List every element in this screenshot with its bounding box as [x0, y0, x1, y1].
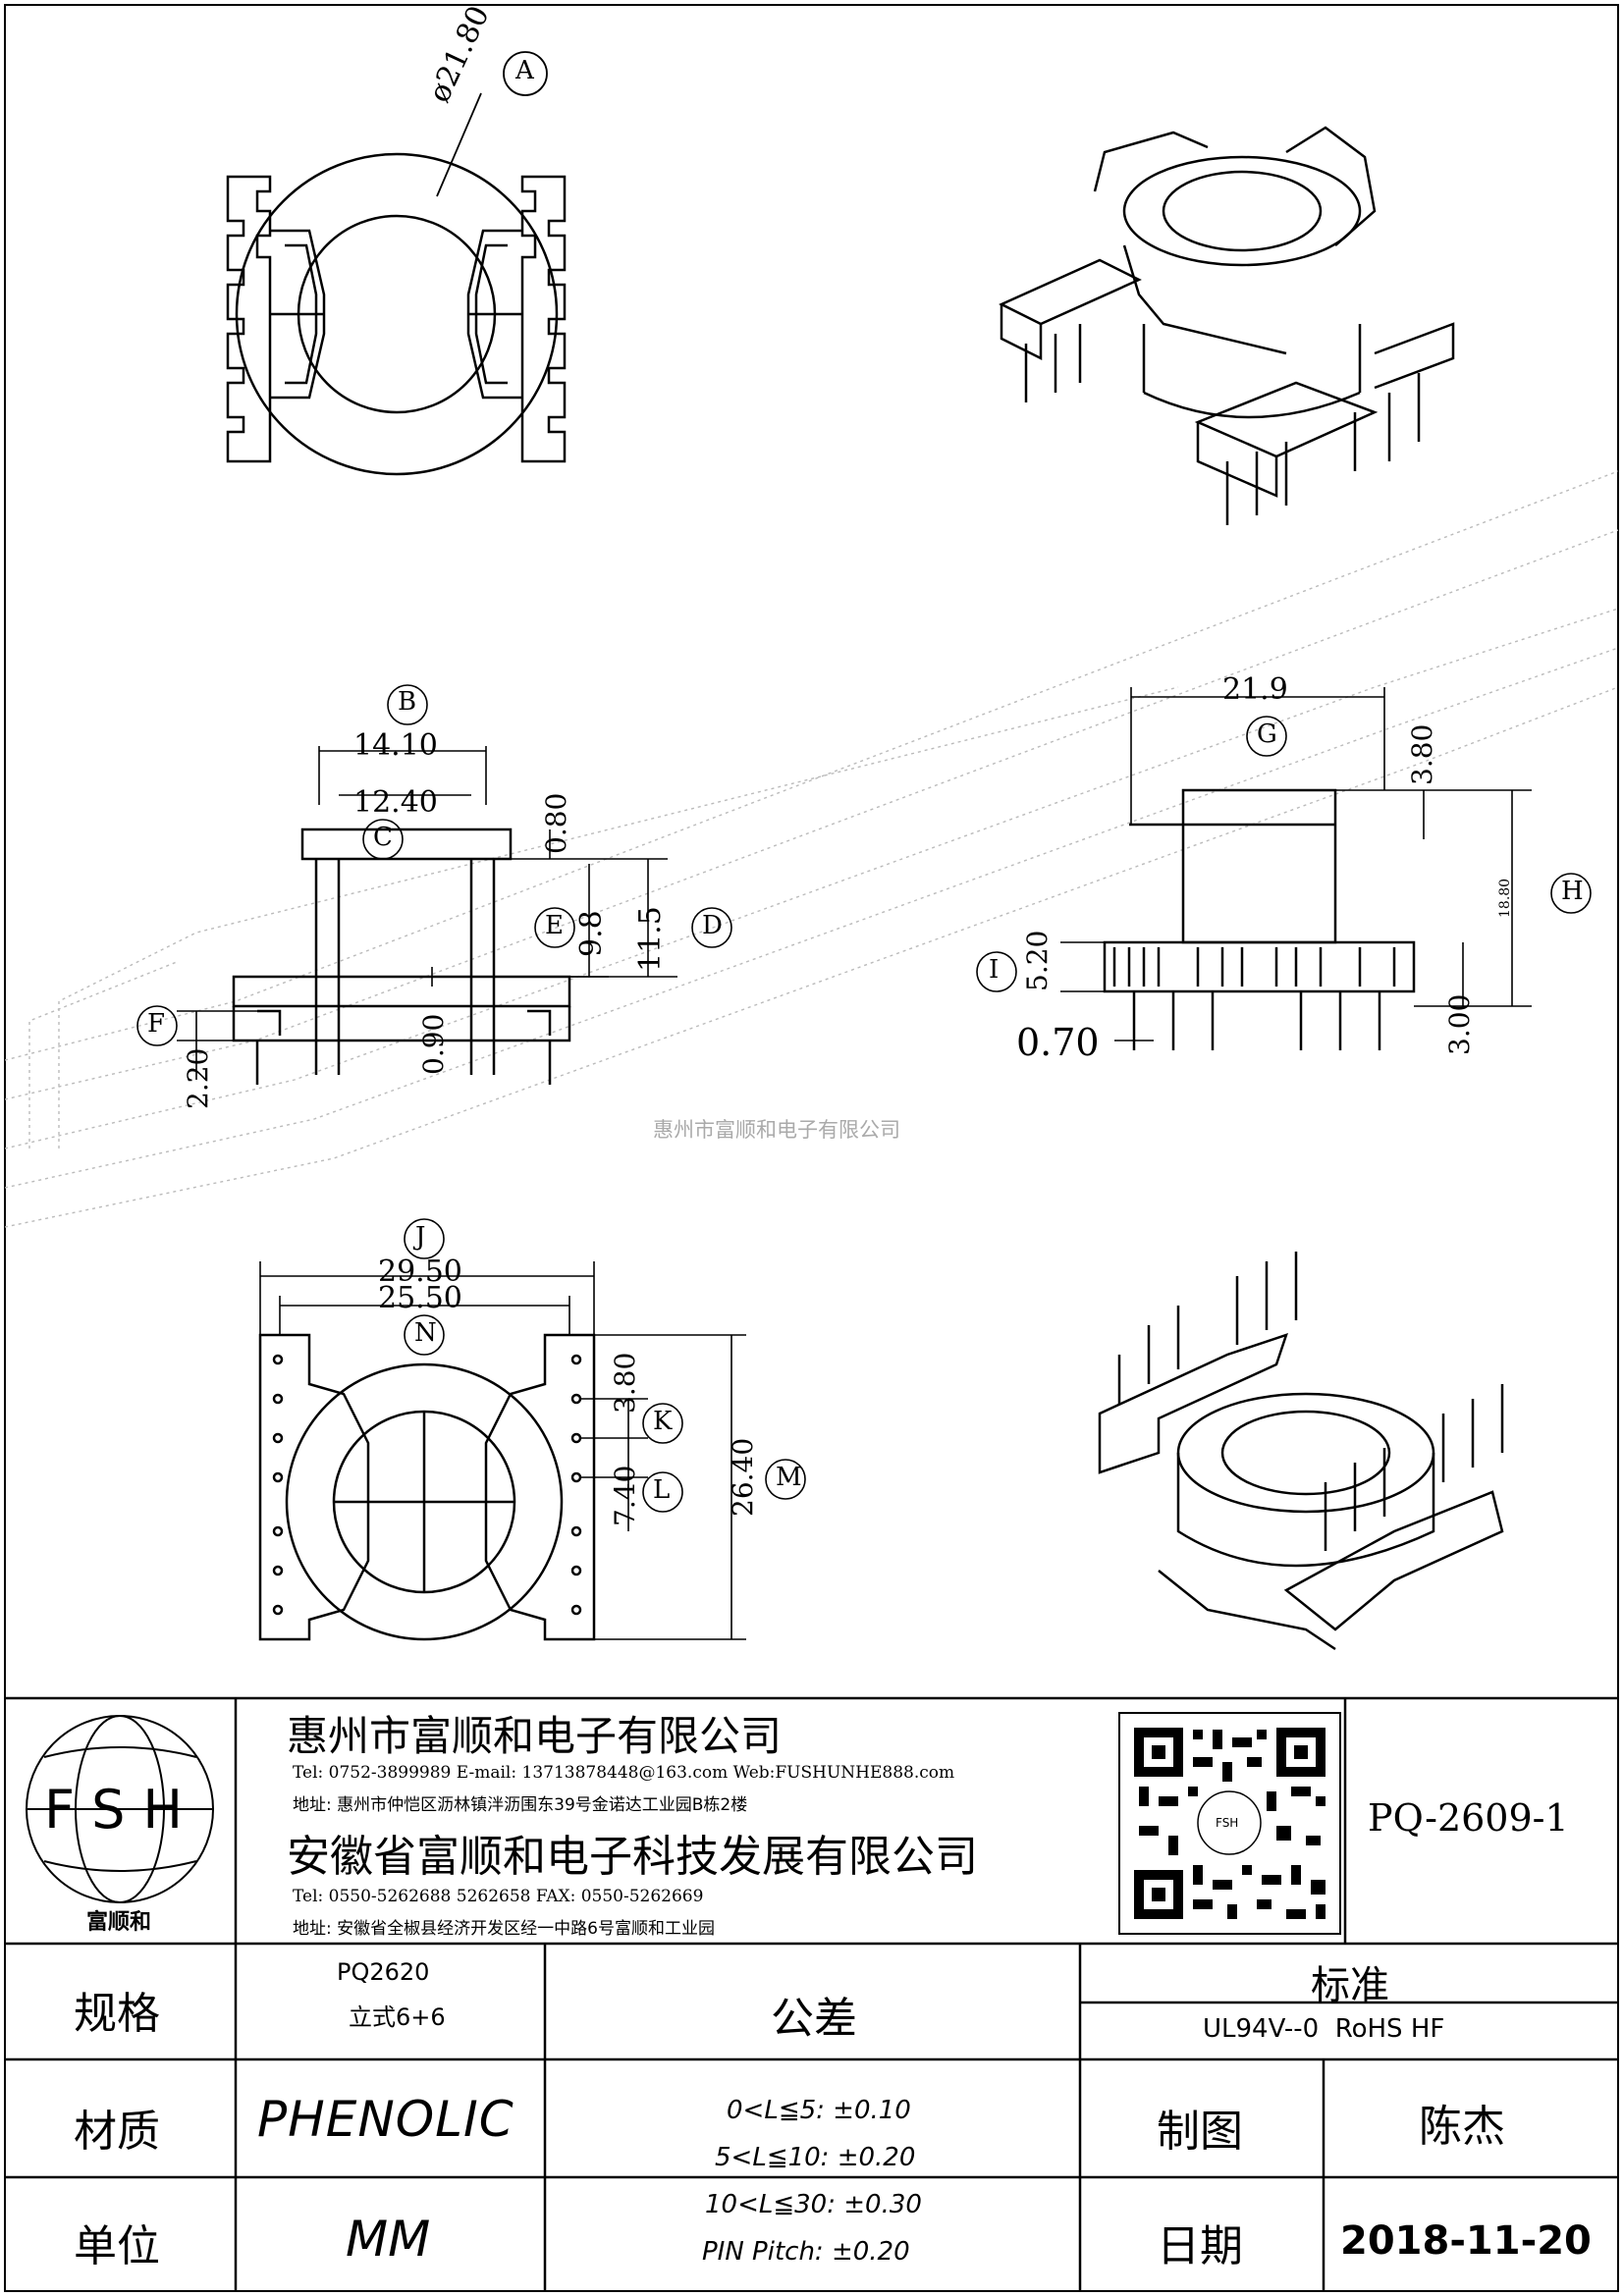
dim-n-tag: N: [414, 1318, 437, 1348]
dim-c-value: 12.40: [353, 785, 438, 820]
dim-i-small: 3.00: [1443, 993, 1476, 1055]
dim-l-value: 7.40: [609, 1465, 641, 1526]
dim-pin-value: 0.70: [1016, 1021, 1100, 1064]
material-label: 材质: [74, 2107, 160, 2157]
iso-view-bottom: [1098, 1252, 1504, 1651]
tolerance-line-3: 10<L≦30: ±0.30: [705, 2190, 922, 2219]
standard-label: 标准: [1311, 1963, 1389, 2008]
tolerance-line-1: 0<L≦5: ±0.10: [727, 2096, 911, 2125]
dim-b-value: 14.10: [353, 728, 438, 763]
dim-f-value: 2.20: [182, 1047, 214, 1109]
company2-name: 安徽省富顺和电子科技发展有限公司: [287, 1832, 978, 1882]
dim-i-tag: I: [989, 955, 1000, 985]
company1-name: 惠州市富顺和电子有限公司: [287, 1712, 783, 1760]
dim-e-tag: E: [545, 911, 564, 940]
title-block: [5, 1696, 1618, 2291]
dim-g-tag: G: [1257, 720, 1277, 749]
dim-k-tag: K: [653, 1407, 673, 1436]
tolerance-line-2: 5<L≦10: ±0.20: [715, 2143, 916, 2172]
dim-a-leader: [436, 51, 548, 197]
drawn-by-label: 制图: [1157, 2107, 1243, 2157]
unit-value: MM: [346, 2211, 431, 2268]
top-view-a: [226, 152, 567, 476]
dim-j-tag: J: [415, 1222, 426, 1252]
dim-n-value: 25.50: [378, 1281, 462, 1315]
logo-globe: [26, 1715, 214, 1903]
dim-h-tag: H: [1561, 877, 1584, 906]
dim-c-small: 0.80: [540, 792, 572, 854]
logo-letters: FSH: [44, 1779, 200, 1841]
iso-view-top: [999, 126, 1455, 525]
company1-contact: Tel: 0752-3899989 E-mail: 13713878448@16…: [293, 1763, 955, 1783]
dim-f-small: 0.90: [417, 1013, 450, 1075]
material-value: PHENOLIC: [257, 2091, 514, 2148]
company2-address: 地址: 安徽省全椒县经济开发区经一中路6号富顺和工业园: [293, 1919, 715, 1939]
spec-line2: 立式6+6: [349, 2003, 446, 2031]
bottom-view: [258, 1333, 596, 1641]
drawn-by-value: 陈杰: [1419, 2102, 1505, 2152]
tolerance-label: 公差: [771, 1994, 857, 2044]
front-view-right: [1103, 788, 1416, 1050]
side-view-left-dims: [136, 684, 732, 1080]
dim-a-tag: A: [515, 56, 534, 85]
watermark-text: 惠州市富顺和电子有限公司: [653, 1118, 900, 1142]
dim-h-value: 18.80: [1497, 878, 1513, 918]
dim-l-tag: L: [653, 1475, 671, 1505]
dim-c-tag: C: [373, 823, 393, 852]
dim-e-value: 9.8: [574, 910, 609, 957]
dim-g-value: 21.9: [1222, 672, 1288, 707]
dim-d-value: 11.5: [633, 906, 668, 972]
logo-caption: 富顺和: [86, 1910, 152, 1935]
unit-label: 单位: [74, 2221, 160, 2271]
date-label: 日期: [1157, 2221, 1243, 2271]
bottom-view-dims: [259, 1218, 806, 1640]
qr-label: FSH: [1216, 1816, 1239, 1830]
dim-m-value: 26.40: [727, 1437, 759, 1517]
company1-address: 地址: 惠州市仲恺区沥林镇泮沥围东39号金诺达工业园B栋2楼: [293, 1795, 748, 1815]
front-view-right-dims: [976, 687, 1592, 1041]
part-number: PQ-2609-1: [1368, 1796, 1569, 1840]
standard-value: UL94V--0 RoHS HF: [1203, 2014, 1445, 2044]
qr-code: [1118, 1712, 1341, 1935]
dim-g-small: 3.80: [1406, 723, 1438, 785]
side-view-left: [232, 828, 571, 1085]
background-guides: [4, 470, 1619, 1228]
dim-k-value: 3.80: [609, 1352, 641, 1414]
spec-label: 规格: [74, 1989, 160, 2039]
dim-j-value: 29.50: [378, 1255, 462, 1289]
dim-m-tag: M: [776, 1463, 802, 1492]
spec-line1: PQ2620: [337, 1958, 430, 1986]
dim-b-tag: B: [398, 687, 417, 717]
tolerance-line-4: PIN Pitch: ±0.20: [702, 2237, 910, 2267]
date-value: 2018-11-20: [1340, 2218, 1592, 2264]
company2-contact: Tel: 0550-5262688 5262658 FAX: 0550-5262…: [293, 1887, 704, 1906]
dim-i-value: 5.20: [1021, 930, 1054, 991]
dim-d-tag: D: [702, 911, 723, 940]
dim-f-tag: F: [147, 1009, 166, 1039]
